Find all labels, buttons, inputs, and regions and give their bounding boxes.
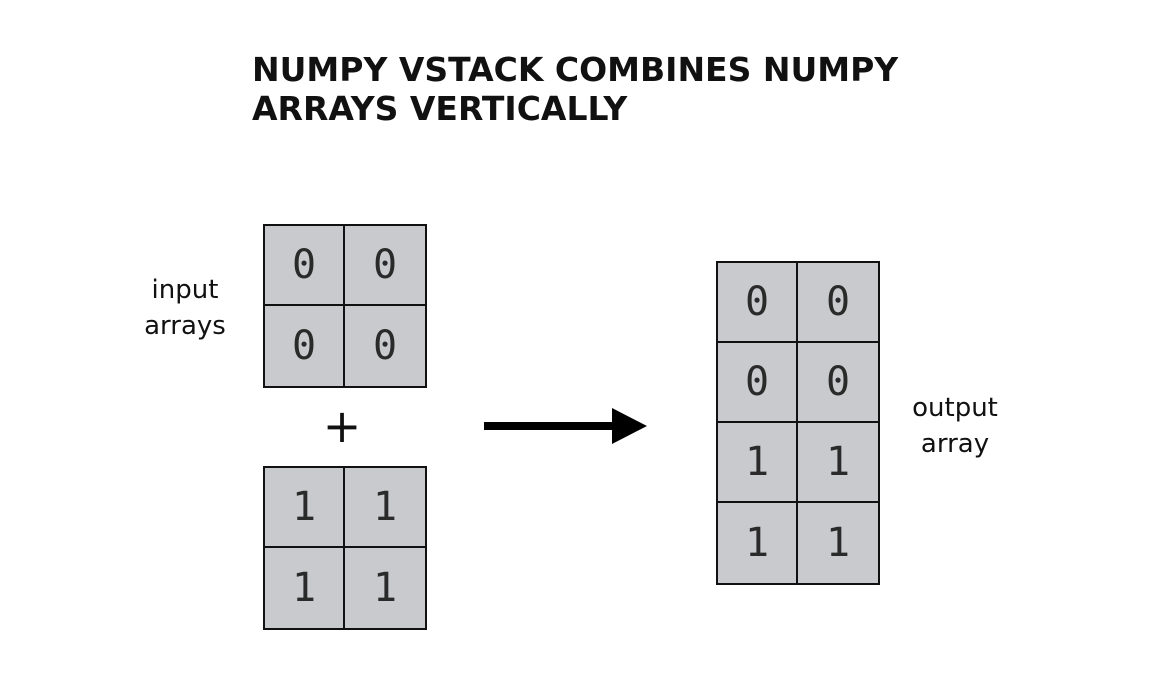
input-label-line-2: arrays [144, 311, 226, 341]
array-cell: 0 [718, 343, 798, 423]
input-arrays-label: input arrays [134, 272, 236, 344]
array-cell: 0 [798, 263, 878, 343]
array-cell: 0 [265, 306, 345, 386]
arrow-head [612, 408, 647, 444]
array-cell: 1 [265, 548, 345, 628]
array-cell: 1 [718, 503, 798, 583]
array-cell: 0 [345, 306, 425, 386]
title-line-1: NUMPY VSTACK COMBINES NUMPY [252, 50, 899, 89]
title-line-2: ARRAYS VERTICALLY [252, 89, 628, 128]
diagram-title: NUMPY VSTACK COMBINES NUMPY ARRAYS VERTI… [252, 50, 898, 128]
array-cell: 0 [265, 226, 345, 306]
output-label-line-2: array [920, 429, 990, 459]
array-cell: 1 [798, 503, 878, 583]
array-cell: 0 [718, 263, 798, 343]
array-cell: 1 [265, 468, 345, 548]
array-cell: 1 [798, 423, 878, 503]
array-cell: 1 [345, 468, 425, 548]
array-cell: 0 [798, 343, 878, 423]
plus-operator: + [322, 399, 362, 453]
array-cell: 1 [345, 548, 425, 628]
input-label-line-1: input [151, 275, 219, 305]
array-cell: 0 [345, 226, 425, 306]
arrow-shaft [484, 422, 618, 430]
right-arrow-icon [484, 408, 647, 444]
output-array-label: output array [900, 390, 1010, 462]
array-cell: 1 [718, 423, 798, 503]
output-label-line-1: output [912, 393, 998, 423]
